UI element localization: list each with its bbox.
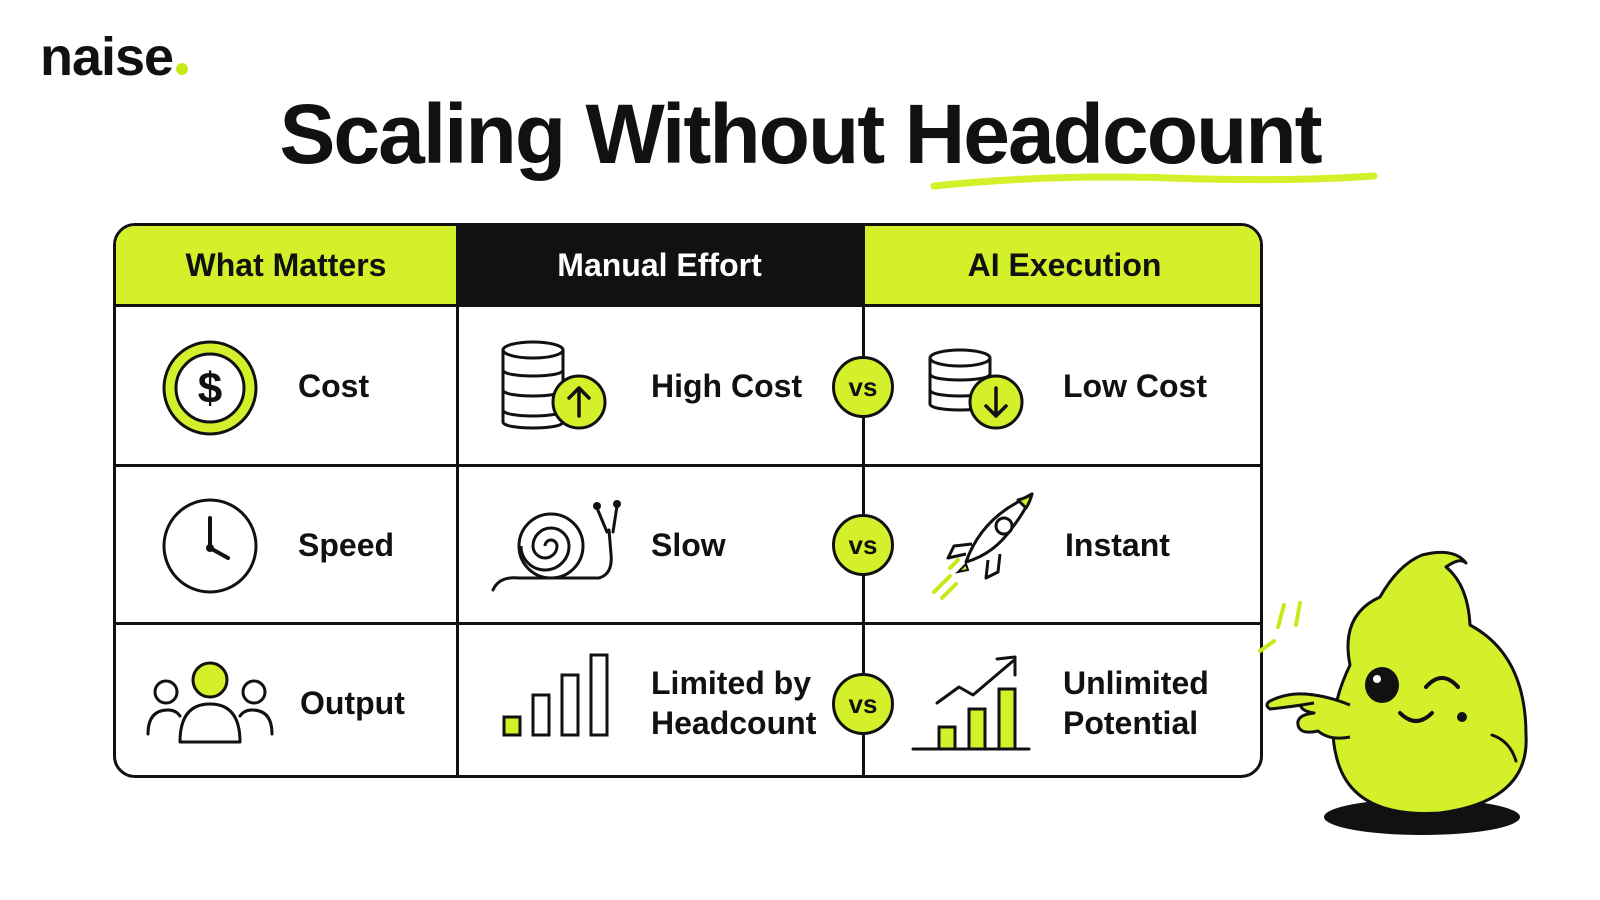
factor-speed-label: Speed — [298, 526, 395, 563]
database-arrow-down-icon — [928, 348, 1024, 430]
row-speed-ai: Instant — [1065, 467, 1170, 622]
ai-unlimited-label: Unlimited Potential — [1063, 663, 1209, 743]
header-manual-effort: Manual Effort — [456, 226, 863, 304]
ai-instant-label: Instant — [1065, 526, 1170, 563]
ai-unlimited-line2: Potential — [1063, 705, 1199, 741]
mascot-eye — [1365, 667, 1399, 703]
title-part1: Scaling Without — [279, 87, 905, 181]
manual-limited-label: Limited by Headcount — [651, 663, 816, 743]
vs-badge-cost-label: vs — [848, 371, 878, 402]
row-output-manual: Limited by Headcount — [651, 625, 816, 775]
mascot-pointing-finger — [1265, 692, 1315, 711]
row-divider-2 — [116, 622, 1260, 625]
bar-chart-icon — [502, 653, 609, 737]
svg-text:$: $ — [198, 364, 222, 413]
dollar-coin-icon: $ — [162, 340, 258, 436]
row-cost-factor: Cost — [298, 307, 369, 464]
header-what-matters-label: What Matters — [185, 246, 387, 283]
manual-limited-line2: Headcount — [651, 705, 817, 741]
ai-low-cost-label: Low Cost — [1063, 367, 1207, 404]
header-what-matters: What Matters — [116, 226, 456, 304]
mascot-wink-eye — [1424, 676, 1460, 689]
row-cost-manual: High Cost — [651, 307, 802, 464]
header-ai-execution-label: AI Execution — [967, 246, 1162, 283]
row-cost-ai: Low Cost — [1063, 307, 1207, 464]
rocket-icon — [932, 492, 1034, 600]
column-divider-1 — [456, 226, 459, 775]
ai-unlimited-line1: Unlimited — [1063, 665, 1209, 701]
comparison-table: What Matters Manual Effort AI Execution … — [113, 223, 1263, 778]
header-divider — [116, 304, 1260, 307]
row-divider-1 — [116, 464, 1260, 467]
vs-badge-output-label: vs — [848, 688, 878, 719]
row-output-ai: Unlimited Potential — [1063, 625, 1209, 775]
factor-output-label: Output — [300, 685, 405, 721]
sparkle-lines — [1258, 601, 1302, 653]
clock-icon — [162, 498, 258, 594]
row-output-factor: Output — [300, 625, 405, 775]
mascot-smile — [1398, 711, 1434, 723]
mascot-cheek — [1457, 712, 1467, 722]
mascot-character — [1258, 550, 1528, 835]
title-underline — [930, 172, 1378, 190]
page-title: Scaling Without Headcount — [0, 87, 1600, 181]
database-arrow-up-icon — [501, 340, 607, 430]
brand-name: naise — [40, 27, 174, 87]
header-ai-execution: AI Execution — [863, 226, 1260, 304]
row-speed-manual: Slow — [651, 467, 726, 622]
brand-logo: naise — [40, 27, 189, 87]
vs-badge-speed-label: vs — [848, 529, 878, 560]
vs-badge-cost: vs — [832, 356, 894, 418]
manual-limited-line1: Limited by — [651, 665, 812, 701]
logo-dot — [176, 63, 189, 75]
column-divider-2 — [862, 226, 865, 775]
growth-chart-icon — [911, 655, 1031, 751]
snail-icon — [491, 500, 621, 592]
vs-badge-output: vs — [832, 673, 894, 735]
manual-high-cost-label: High Cost — [651, 367, 803, 404]
title-highlight: Headcount — [904, 87, 1323, 181]
header-manual-effort-label: Manual Effort — [557, 246, 762, 283]
vs-badge-speed: vs — [832, 514, 894, 576]
manual-slow-label: Slow — [651, 526, 726, 563]
team-icon — [146, 661, 274, 744]
row-speed-factor: Speed — [298, 467, 394, 622]
mascot-side-arm — [1490, 733, 1518, 763]
factor-cost-label: Cost — [298, 367, 370, 404]
